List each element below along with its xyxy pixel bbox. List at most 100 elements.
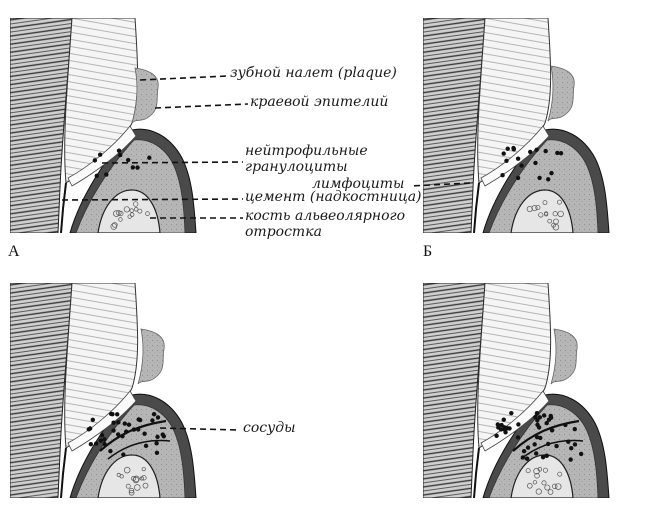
- inflammatory-cell: [150, 418, 155, 423]
- inflammatory-cell: [154, 450, 160, 456]
- inflammatory-cell: [122, 421, 127, 426]
- bone-trabecula: [544, 212, 549, 217]
- bone-trabecula: [553, 218, 559, 225]
- bone-trabecula: [123, 206, 130, 213]
- alveolar-bone: [97, 454, 161, 498]
- panel-d: [423, 283, 610, 498]
- bone-trabecula: [110, 223, 118, 230]
- inflammatory-cell: [555, 150, 560, 156]
- label-cement: цемент (надкостница): [245, 189, 422, 205]
- inflammatory-cell: [88, 441, 94, 447]
- label-marginal-epithelium: краевой эпителий: [250, 94, 389, 110]
- inflammatory-cell: [515, 156, 521, 161]
- inflammatory-cell: [501, 151, 506, 156]
- inflammatory-cell: [110, 411, 115, 417]
- bone-trabecula: [118, 217, 123, 222]
- inflammatory-cell: [533, 414, 538, 420]
- inflammatory-cell: [503, 430, 508, 435]
- dentin: [10, 283, 73, 498]
- inflammatory-cell: [504, 158, 509, 164]
- inflammatory-cell: [108, 448, 113, 454]
- inflammatory-cell: [86, 427, 92, 432]
- inflammatory-cell: [111, 428, 116, 433]
- bone-trabecula: [535, 205, 541, 211]
- bone-trabecula: [527, 483, 533, 489]
- bone-trabecula: [541, 480, 547, 486]
- inflammatory-cell: [558, 151, 564, 156]
- dentin: [423, 283, 486, 498]
- cement-line: [60, 447, 67, 498]
- inflammatory-cell: [126, 422, 132, 427]
- inflammatory-cell: [568, 457, 573, 462]
- bone-trabecula: [547, 218, 553, 224]
- cement-line: [473, 447, 480, 498]
- bone-trabecula: [129, 212, 135, 217]
- blood-vessel: [107, 439, 171, 460]
- label-vessels: сосуды: [243, 420, 296, 436]
- bone-trabecula: [552, 483, 558, 490]
- bone-trabecula: [531, 205, 538, 212]
- inflammatory-cell: [549, 170, 554, 176]
- bone-trabecula: [547, 489, 554, 495]
- inflammatory-cell: [548, 413, 553, 419]
- inflammatory-cell: [504, 426, 509, 431]
- inflammatory-cell: [540, 454, 546, 460]
- leader-marginal-epithelium: [154, 103, 249, 109]
- leader-cement: [61, 198, 244, 201]
- cement-line: [60, 182, 67, 233]
- bone-trabecula: [526, 206, 533, 213]
- bone-trabecula: [137, 208, 143, 214]
- inflammatory-cell: [544, 420, 549, 426]
- inflammatory-cell: [115, 412, 120, 417]
- bone-trabecula: [128, 489, 135, 496]
- inflammatory-cell: [521, 449, 527, 454]
- inflammatory-cell: [142, 431, 147, 436]
- inflammatory-cell: [500, 173, 505, 178]
- inflammatory-cell: [135, 165, 140, 170]
- inflammatory-cell: [160, 432, 165, 437]
- inflammatory-cell: [532, 442, 537, 447]
- leader-neutrophils: [101, 161, 244, 164]
- inflammatory-cell: [528, 149, 533, 155]
- leader-lymphocytes: [409, 182, 471, 187]
- bone-trabecula: [113, 210, 120, 217]
- dental-plaque: [550, 328, 578, 385]
- inflammatory-cell: [525, 445, 531, 450]
- bone-trabecula: [123, 466, 131, 474]
- dentin: [423, 18, 486, 233]
- bone-trabecula: [534, 472, 540, 479]
- dental-plaque: [137, 328, 165, 385]
- inflammatory-cell: [143, 443, 149, 449]
- inflammatory-cell: [102, 437, 107, 442]
- inflammatory-cell: [99, 432, 105, 438]
- bone-trabecula: [554, 483, 562, 490]
- inflammatory-cell: [116, 420, 121, 425]
- label-neutrophils-line2: гранулоциты: [245, 159, 348, 175]
- panel-letter-b: Б: [423, 243, 433, 260]
- leader-lines: [61, 75, 471, 431]
- dental-plaque: [547, 65, 575, 122]
- panel-letter-a: А: [8, 243, 20, 260]
- inflammatory-cell: [537, 175, 542, 181]
- label-bone-line1: кость альвеолярного: [245, 208, 406, 224]
- inflammatory-cell: [519, 163, 524, 168]
- bone-trabecula: [112, 222, 118, 228]
- panel-a: [10, 18, 197, 233]
- bone-trabecula: [125, 483, 131, 489]
- inflammatory-cell: [151, 412, 157, 417]
- inflammatory-cell: [499, 422, 504, 428]
- bone-trabecula: [557, 210, 564, 218]
- inflammatory-cell: [495, 422, 500, 427]
- inflammatory-cell: [546, 417, 552, 422]
- leader-vessels: [159, 427, 241, 431]
- inflammatory-cell: [94, 173, 99, 178]
- gingiva-connective: [488, 404, 599, 498]
- inflammatory-cell: [90, 417, 96, 423]
- inflammatory-cell: [154, 441, 159, 446]
- bone-trabecula: [128, 487, 135, 494]
- bone-trabecula: [116, 472, 121, 477]
- inflammatory-cell: [104, 172, 109, 177]
- bone-trabecula: [532, 480, 538, 485]
